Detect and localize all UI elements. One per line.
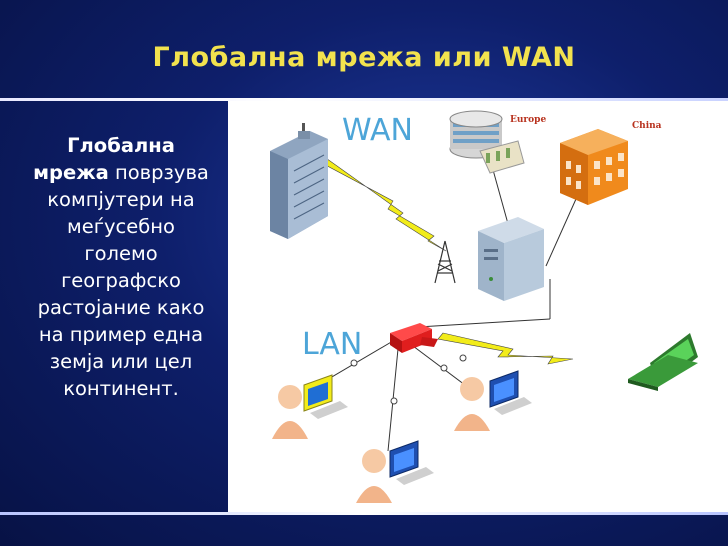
definition-term: Глобална мрежа (33, 134, 175, 184)
office-building-icon (270, 123, 328, 239)
router-icon (390, 323, 438, 353)
node-dot (440, 364, 448, 372)
link-router-stub (417, 318, 551, 328)
lightning-icon (437, 332, 574, 365)
link-server-china (545, 198, 577, 267)
china-label: China (632, 121, 662, 131)
wan-label: WAN (342, 113, 413, 148)
diagram-canvas (270, 110, 698, 503)
europe-building-icon (449, 110, 525, 174)
node-dot (350, 359, 358, 367)
workstation-user-icon (454, 370, 532, 431)
network-diagram: WAN LAN Europe China (228, 101, 728, 512)
laptop-icon (628, 333, 698, 391)
radio-tower-icon (434, 240, 456, 284)
title-divider (0, 98, 728, 101)
definition-text: Глобална мрежа поврзува компјутери на ме… (30, 132, 212, 402)
node-dot (459, 354, 467, 362)
lightning-icon (317, 155, 447, 252)
china-building-icon (560, 129, 628, 205)
workstation-user-icon (356, 440, 434, 503)
slide-title: Глобална мрежа или WAN (152, 42, 576, 73)
bottom-divider (0, 512, 728, 515)
workstation-user-icon (272, 374, 348, 439)
server-icon (478, 217, 544, 301)
node-dot (390, 397, 398, 405)
europe-label: Europe (510, 115, 547, 125)
definition-body: поврзува компјутери на меѓусебно големо … (37, 161, 209, 400)
lan-label: LAN (302, 327, 363, 362)
